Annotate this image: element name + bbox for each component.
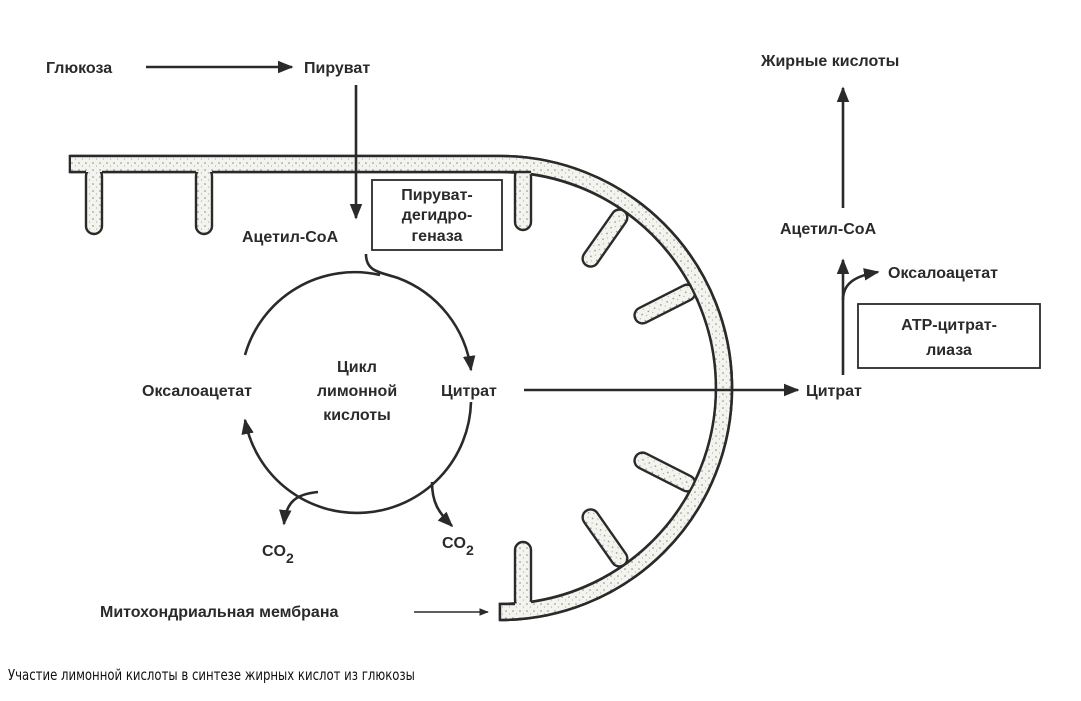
- co2-right-arrow: [430, 481, 454, 528]
- atp-citrate-lyase-line-1: АТР-цитрат-: [901, 317, 997, 334]
- oxaloacetate-mito-label: Оксалоацетат: [142, 383, 252, 400]
- pdh-line-1: Пируват-: [401, 187, 472, 204]
- cycle-label-line-1: Цикл: [337, 359, 377, 376]
- figure-caption: Участие лимонной кислоты в синтезе жирны…: [8, 666, 415, 684]
- fatty-acids-label: Жирные кислоты: [760, 53, 899, 70]
- atp-citrate-lyase-line-2: лиаза: [926, 342, 972, 359]
- co2-right-label: CO2: [442, 535, 474, 558]
- co2-left-arrow: [279, 490, 319, 526]
- atp-citrate-lyase-box: [857, 303, 1041, 369]
- pyruvate-dehydrogenase-box: [371, 179, 503, 251]
- pyruvate-label: Пируват: [304, 60, 370, 77]
- pdh-line-3: геназа: [412, 228, 463, 245]
- acetyl-coa-mito-label: Ацетил-СоА: [242, 229, 339, 246]
- co2-left-label: CO2: [262, 543, 294, 566]
- acetyl-coa-cyto-label: Ацетил-СоА: [780, 221, 877, 238]
- pdh-line-2: дегидро-: [402, 207, 473, 224]
- cycle-label-line-2: лимонной: [317, 383, 397, 400]
- citrate-mito-label: Цитрат: [441, 383, 497, 400]
- oxaloacetate-release-arrow: [841, 268, 880, 301]
- mitochondrial-membrane: [68, 154, 734, 622]
- citrate-cyto-label: Цитрат: [806, 383, 862, 400]
- citric-acid-cycle: [241, 253, 476, 528]
- cycle-label-line-3: кислоты: [323, 407, 391, 424]
- membrane-label: Митохондриальная мембрана: [100, 604, 338, 621]
- oxaloacetate-cyto-label: Оксалоацетат: [888, 265, 998, 282]
- glucose-label: Глюкоза: [46, 60, 112, 77]
